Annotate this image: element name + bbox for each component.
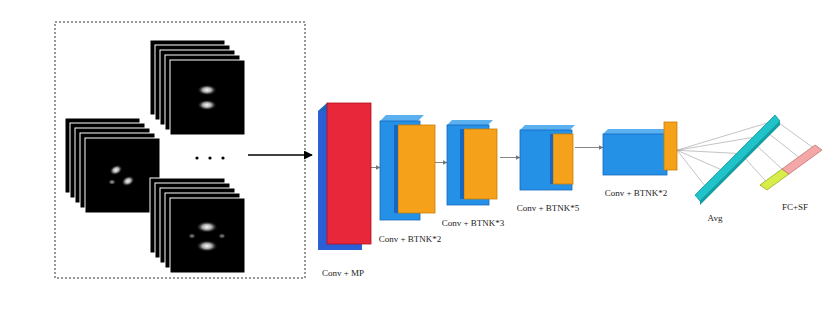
label-holder: Conv + BTNK*5 <box>517 197 580 215</box>
block-top <box>380 115 424 121</box>
block-label: Conv + BTNK*2 <box>605 188 668 198</box>
conv-block: Conv + BTNK*3 <box>447 120 500 205</box>
image-stack <box>150 178 245 273</box>
block-face <box>603 134 667 175</box>
conv-block: Conv + BTNK*5 <box>520 125 575 190</box>
label-holder: Conv + BTNK*3 <box>442 212 505 230</box>
beam-lobe <box>196 221 218 233</box>
block-label: Conv + BTNK*2 <box>379 234 442 244</box>
block-label: Conv + BTNK*5 <box>517 203 580 213</box>
bar-face <box>782 145 822 174</box>
conv-block: Conv + MP <box>318 103 371 250</box>
ellipsis-dot <box>195 156 198 159</box>
block-label: Avg <box>708 213 723 223</box>
block-shape <box>447 120 500 205</box>
input-arrow <box>248 154 312 156</box>
label-holder: FC+SF <box>782 196 808 214</box>
conv-block: Conv + BTNK*2 <box>603 120 677 175</box>
block-face <box>398 125 435 213</box>
block-shape <box>520 125 575 190</box>
block-face <box>520 130 572 190</box>
block-face <box>664 122 677 170</box>
beam-lobe <box>108 163 125 178</box>
block-side <box>394 125 398 213</box>
beam-lobe <box>197 85 217 96</box>
block-shape <box>380 115 435 220</box>
block-shape <box>695 115 780 205</box>
label-holder: Conv + BTNK*2 <box>379 228 442 246</box>
beam-lobe <box>108 179 116 185</box>
beam-lobe <box>196 240 218 252</box>
flow-arrow <box>575 147 603 148</box>
bar-side <box>700 121 780 205</box>
block-face <box>327 103 371 244</box>
block-top <box>603 129 669 134</box>
block-shape <box>603 120 677 175</box>
ellipsis-dot <box>221 156 224 159</box>
block-face <box>553 134 573 184</box>
image-stack <box>150 40 245 135</box>
block-top <box>520 125 575 130</box>
flow-arrow <box>435 162 447 163</box>
block-label: Conv + BTNK*3 <box>442 218 505 228</box>
image-stack <box>65 118 160 213</box>
block-label: Conv + MP <box>322 268 364 278</box>
bar-face <box>760 169 789 190</box>
block-side <box>550 134 553 184</box>
block-shape <box>318 103 371 250</box>
ellipsis-dot <box>208 156 211 159</box>
block-side <box>460 129 464 199</box>
beam-lobe <box>218 233 226 239</box>
image-frame <box>170 60 245 135</box>
flow-arrow <box>500 157 520 158</box>
block-face <box>464 129 497 199</box>
label-holder: Avg <box>708 207 723 225</box>
conv-block: Conv + BTNK*2 <box>380 115 435 220</box>
image-frame <box>170 198 245 273</box>
block-top <box>447 120 493 125</box>
pooling-bar: Avg <box>695 115 780 205</box>
image-frame <box>85 138 160 213</box>
block-shape <box>760 145 822 192</box>
block-label: FC+SF <box>782 202 808 212</box>
label-holder: Conv + MP <box>322 262 364 280</box>
beam-lobe <box>188 233 196 239</box>
beam-lobe <box>120 174 137 189</box>
fc-bar: FC+SF <box>760 145 822 192</box>
beam-lobe <box>197 100 217 111</box>
label-holder: Conv + BTNK*2 <box>605 182 668 200</box>
flow-arrow <box>371 167 380 168</box>
input-frame <box>55 22 305 278</box>
